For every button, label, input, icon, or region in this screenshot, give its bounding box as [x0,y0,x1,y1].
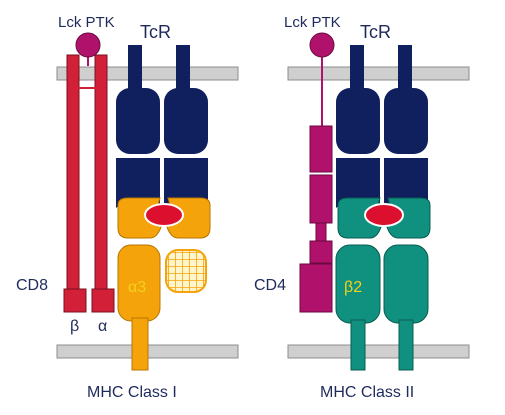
cd8-beta-chain [63,54,87,313]
beta2-domain-label: β2 [344,279,362,296]
mhc-class-2-panel: Lck PTK TcR CD4 β2 MHC Class II [254,14,470,401]
peptide-left [144,203,184,227]
t-cell-membrane-left [56,66,239,81]
mhc-class-2-stalk-beta [350,319,366,371]
mhc-class-1-panel: Lck PTK TcR CD8 β α α3 MHC Class I [16,14,239,401]
beta2-microglobulin [165,249,207,293]
lck-label-right: Lck PTK [284,14,341,31]
peptide-right [364,203,404,227]
alpha3-domain-label: α3 [128,279,146,296]
mhc-class-2-alpha2-domain [383,244,429,324]
beta-label: β [70,318,79,335]
tcr-left [116,45,208,208]
cd4-coreceptor [299,125,333,313]
cd8-alpha-chain [91,54,115,313]
cd4-label: CD4 [254,277,286,294]
mhc-class-1-stalk [131,317,149,371]
t-cell-membrane-right [287,66,470,81]
lck-ptk-left [75,32,101,58]
cd8-label: CD8 [16,277,48,294]
apc-membrane-right [287,344,470,359]
mhc-class-2-stalk-alpha [398,319,414,371]
tcr-label-right: TcR [360,22,391,42]
tcr-right [336,45,428,208]
mhc-class-2-caption: MHC Class II [320,384,414,401]
tcr-label-left: TcR [140,22,171,42]
lck-label-left: Lck PTK [58,14,115,31]
alpha-label: α [98,318,107,335]
lck-ptk-right [309,32,335,58]
mhc-class-1-caption: MHC Class I [87,384,177,401]
